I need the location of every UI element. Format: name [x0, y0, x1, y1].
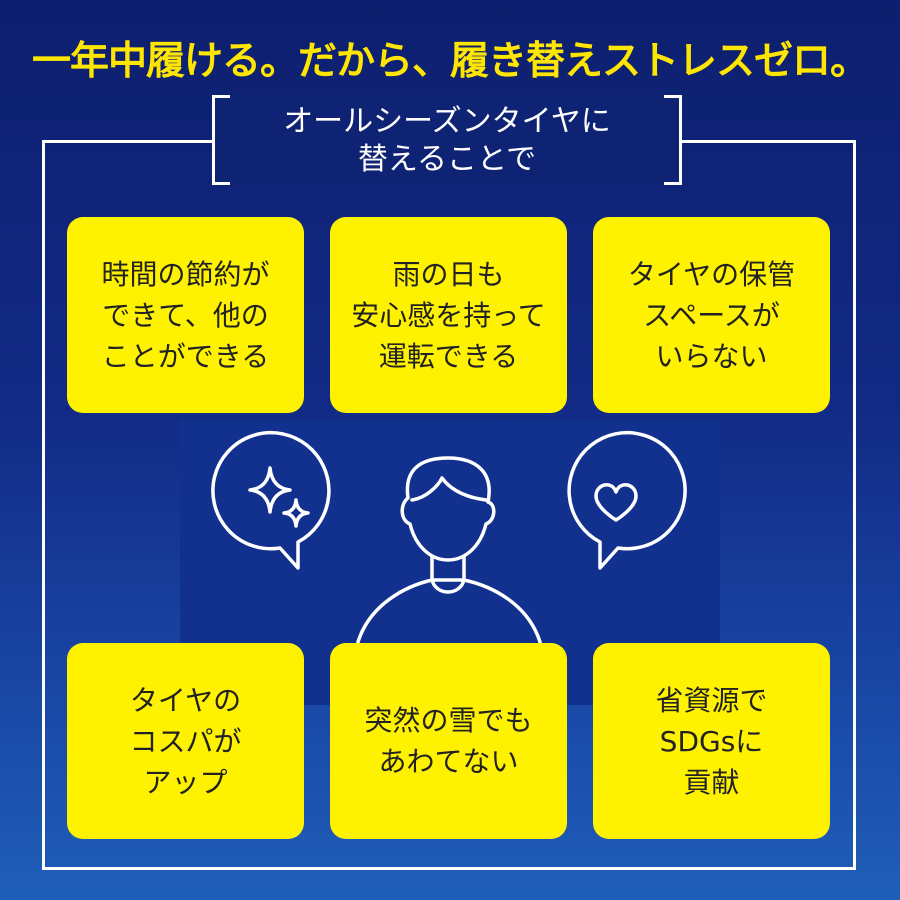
benefit-card-snow: 突然の雪でも あわてない: [330, 643, 567, 839]
person-icon: [356, 456, 542, 644]
benefit-text: 雨の日も 安心感を持って 運転できる: [351, 257, 546, 373]
headline: 一年中履ける。だから、履き替えストレスゼロ。: [31, 39, 869, 84]
benefit-text: 時間の節約が できて、他の ことができる: [101, 257, 270, 373]
benefit-text: タイヤの コスパが アップ: [129, 683, 242, 799]
benefit-card-time: 時間の節約が できて、他の ことができる: [67, 217, 304, 413]
benefit-card-sdgs: 省資源で SDGsに 貢献: [593, 643, 830, 839]
sparkle-bubble-icon: [211, 431, 331, 570]
right-bracket: [664, 95, 682, 185]
benefit-card-cost: タイヤの コスパが アップ: [67, 643, 304, 839]
benefit-card-storage: タイヤの保管 スペースが いらない: [593, 217, 830, 413]
benefit-text: タイヤの保管 スペースが いらない: [627, 257, 796, 373]
benefit-card-rain: 雨の日も 安心感を持って 運転できる: [330, 217, 567, 413]
section-label-text: オールシーズンタイヤに 替えることで: [283, 104, 611, 177]
benefit-text: 突然の雪でも あわてない: [364, 704, 533, 778]
person-illustration: [211, 431, 687, 644]
section-label: オールシーズンタイヤに 替えることで: [232, 103, 662, 179]
benefit-text: 省資源で SDGsに 貢献: [655, 683, 768, 799]
label-background: [214, 95, 680, 185]
left-bracket: [212, 95, 230, 185]
heart-bubble-icon: [567, 431, 687, 570]
